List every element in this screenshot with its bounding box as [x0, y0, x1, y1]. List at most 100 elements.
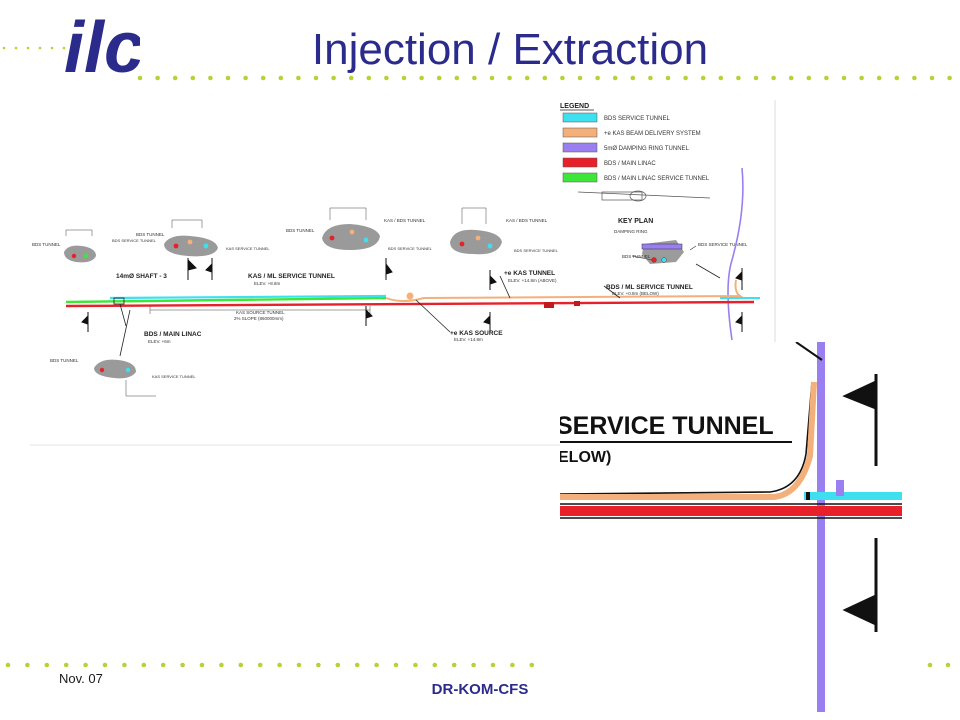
key-plan-bds-service: BDS SERVICE TUNNEL [698, 242, 748, 247]
kas-source-tunnel-label: KAS SOURCE TUNNEL [236, 310, 285, 315]
legend: LEGEND BDS SERVICE TUNNEL +e KAS BEAM DE… [560, 103, 710, 183]
decor-dot [225, 75, 231, 81]
cross-section: KAS / BDS TUNNEL BDS SERVICE TUNNEL [450, 218, 559, 255]
key-plan-bds-tunnel: BDS TUNNEL [622, 254, 651, 259]
damping-ring-label: DAMPING RING [614, 229, 648, 234]
decor-dot [700, 75, 706, 81]
decor-dot [489, 75, 495, 81]
decor-dot [155, 75, 160, 81]
decor-dot [354, 662, 360, 668]
decor-dot [141, 662, 147, 668]
shaft-marker [113, 297, 125, 305]
decor-dot [26, 46, 30, 50]
decor-dot [806, 75, 812, 81]
cross-section-label: BDS SERVICE TUNNEL [112, 238, 157, 243]
decor-dot [331, 75, 336, 81]
tunnel-labels: 14mØ SHAFT - 3 KAS / ML SERVICE TUNNEL E… [116, 270, 693, 344]
key-plan: KEY PLAN DAMPING RING BDS TUNNEL BDS SER… [614, 218, 748, 264]
zoom-curve-line [560, 381, 813, 495]
bds-service-tunnel-line [109, 294, 387, 300]
cross-section-label: KAS SERVICE TUNNEL [226, 246, 270, 251]
decor-dot [208, 75, 213, 81]
decor-dot [945, 662, 951, 668]
decor-dot [894, 75, 900, 81]
decor-dot [524, 75, 530, 81]
cross-section-label: KAS / BDS TUNNEL [506, 218, 548, 223]
logo-text: ilc [64, 8, 140, 86]
decor-dot [451, 662, 457, 668]
decor-dot [471, 662, 476, 668]
decor-dot [560, 75, 565, 81]
footer-center-label: DR-KOM-CFS [431, 681, 529, 698]
decor-dot [947, 75, 952, 81]
decor-dot [5, 662, 11, 668]
decor-dot [180, 662, 185, 668]
decor-dot [25, 662, 30, 668]
decor-dot [841, 75, 847, 81]
main-linac-line [65, 300, 755, 308]
decor-dot [683, 75, 688, 81]
decor-dot [335, 662, 341, 668]
legend-item: BDS / MAIN LINAC [562, 157, 656, 168]
zoom-detail-inset: SERVICE TUNNEL ELOW) [560, 342, 902, 712]
decor-dot [366, 75, 372, 81]
decor-dot [648, 75, 653, 81]
cross-section-label: BDS TUNNEL [136, 232, 165, 237]
decor-dot [313, 75, 319, 81]
slide-title: Injection / Extraction [311, 25, 709, 74]
decor-dot [472, 75, 477, 81]
decor-dot [277, 662, 282, 668]
decor-dot [83, 662, 88, 668]
linac-service-tunnel-line [65, 296, 387, 304]
decor-dot [316, 662, 321, 668]
kas-source-label: +e KAS SOURCE [450, 330, 503, 337]
cross-section: BDS TUNNEL KAS SERVICE TUNNEL [136, 232, 270, 257]
legend-heading: LEGEND [560, 103, 589, 110]
key-plan-sketch [577, 190, 711, 202]
cross-section-label: BDS SERVICE TUNNEL [388, 246, 433, 251]
cross-section-label: BDS SERVICE TUNNEL [514, 248, 559, 253]
legend-label: 5mØ DAMPING RING TUNNEL [604, 146, 690, 152]
kas-tunnel-elev-label: ELEV. +14.8m (ABOVE) [508, 278, 557, 283]
decor-dot [199, 662, 205, 668]
decor-dot [63, 662, 69, 668]
decor-dot [529, 662, 535, 668]
bds-ml-service-elev-label: ELEV. +0.8m (BELOW) [612, 291, 659, 296]
cross-section: BDS TUNNEL BDS SERVICE TUNNEL [32, 238, 157, 263]
cross-section-label: BDS TUNNEL [286, 228, 315, 233]
decor-dot [374, 662, 379, 668]
decor-dot [507, 75, 512, 81]
decor-dot [595, 75, 600, 81]
decor-dot [102, 662, 108, 668]
decor-dot [348, 75, 354, 81]
cross-section: BDS TUNNEL KAS SERVICE TUNNEL [50, 358, 196, 379]
zoom-main-linac-line [560, 506, 902, 516]
kas-beam-line [385, 279, 744, 302]
decor-dot [122, 662, 127, 668]
bds-main-linac-label: BDS / MAIN LINAC [144, 331, 202, 338]
decor-dot [296, 662, 302, 668]
decor-dot [859, 75, 864, 81]
linac-component [544, 302, 554, 308]
decor-dot [160, 662, 166, 668]
decor-dot [384, 75, 389, 81]
decor-dot [190, 75, 196, 81]
legend-label: +e KAS BEAM DELIVERY SYSTEM [604, 131, 701, 137]
bds-main-linac-elev-label: ELEV. +6m [148, 339, 171, 344]
kas-ml-elev-label: ELEV. +8.8m [254, 281, 280, 286]
ilc-logo: ilc [64, 8, 140, 86]
kas-source-elev-label: ELEV. +14.8m [454, 337, 483, 342]
cross-section-label: KAS / BDS TUNNEL [384, 218, 426, 223]
kas-source-slope-label: 2% SLOPE (860000mm) [234, 316, 284, 321]
decor-dot [876, 75, 882, 81]
decor-dot [172, 75, 178, 81]
zoom-label-line2: ELOW) [560, 449, 611, 466]
decor-dot [927, 662, 933, 668]
bds-ml-service-tunnel-label: BDS / ML SERVICE TUNNEL [606, 284, 693, 291]
damping-ring-curve [727, 167, 744, 341]
decor-dot [612, 75, 618, 81]
key-plan-label: KEY PLAN [618, 218, 653, 225]
decor-dot [718, 75, 724, 81]
decor-dot [824, 75, 829, 81]
tunnel-layout-diagram: LEGEND BDS SERVICE TUNNEL +e KAS BEAM DE… [30, 100, 776, 446]
